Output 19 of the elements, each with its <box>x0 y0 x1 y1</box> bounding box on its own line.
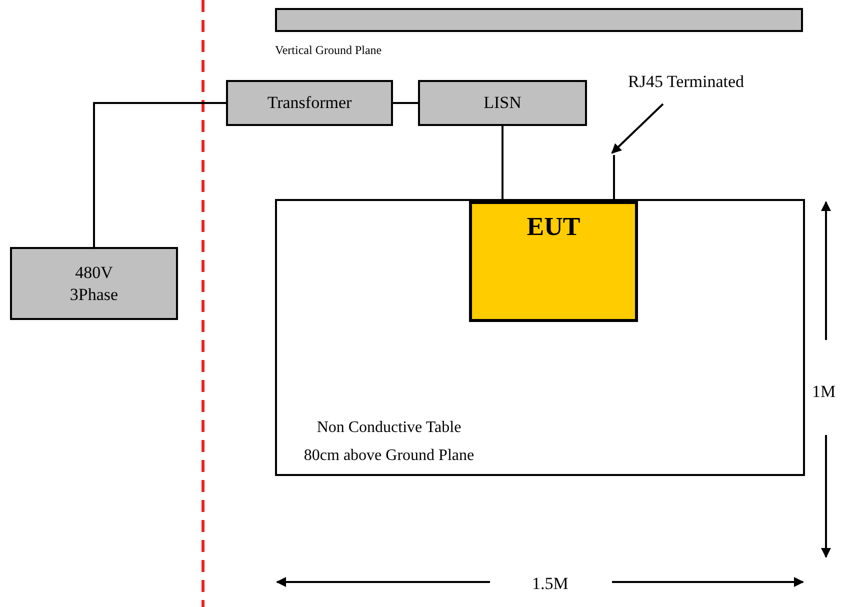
cable-line <box>613 155 615 201</box>
box-label: Transformer <box>266 92 353 114</box>
callout-label: RJ45 Terminated <box>628 72 744 92</box>
transformer-box <box>226 80 393 126</box>
power-source-box <box>10 247 178 320</box>
table-outline <box>275 199 805 476</box>
eut-box <box>469 201 638 322</box>
dimension-label: 1.5M <box>532 574 568 594</box>
eut-label: EUT <box>526 212 582 242</box>
dimension-label: 1M <box>812 382 836 402</box>
cable-line <box>93 102 226 247</box>
table-label: Non Conductive Table 80cm above Ground Plane <box>303 418 475 466</box>
plane-label: Vertical Ground Plane <box>275 43 382 58</box>
box-label: 480V 3Phase <box>68 262 120 306</box>
cable-line <box>393 102 418 104</box>
box-label: LISN <box>482 92 522 114</box>
cable-line <box>502 126 504 201</box>
lisn-box <box>418 80 587 126</box>
leader-arrow <box>611 103 664 154</box>
